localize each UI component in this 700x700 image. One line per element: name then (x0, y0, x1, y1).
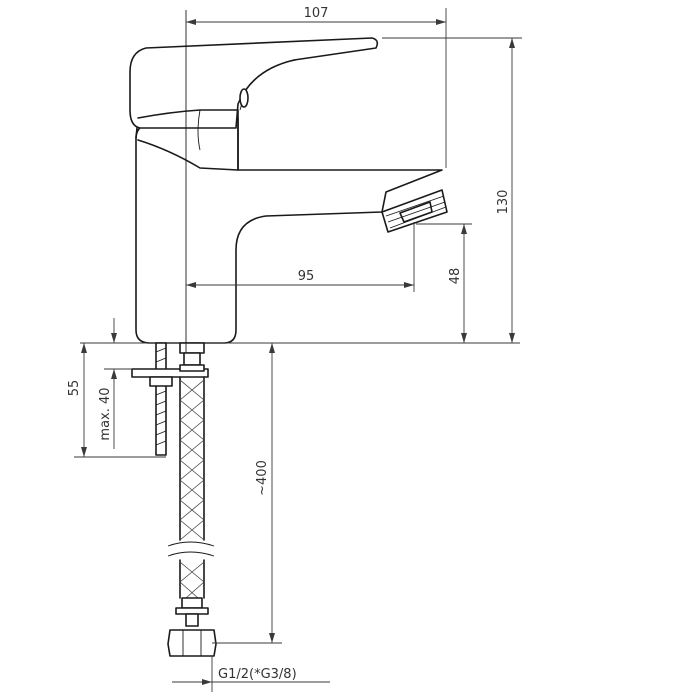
aerator (381, 189, 448, 233)
lever-handle (129, 37, 379, 171)
dimension-hose-length-label: ~400 (255, 460, 270, 496)
dimension-mounting-depth (74, 343, 166, 458)
dimension-spout-reach-label: 95 (298, 269, 315, 284)
faucet-body (135, 117, 443, 344)
dimension-connection-thread-label: G1/2(*G3/8) (218, 667, 297, 682)
dimension-max-thickness-label: max. 40 (98, 387, 113, 440)
dimension-max-thickness (104, 318, 132, 449)
dimension-spout-height-label: 48 (448, 268, 463, 285)
dimension-connection-thread (172, 656, 330, 692)
dimension-total-width-label: 107 (304, 6, 329, 21)
dimension-hose-length (212, 343, 282, 644)
dimension-mounting-depth-label: 55 (67, 380, 82, 397)
mounting-plate (131, 368, 209, 387)
threaded-stud (155, 342, 167, 456)
dimension-spout-height (416, 223, 472, 343)
dimension-spout-reach (186, 222, 415, 292)
dimension-total-height-label: 130 (496, 190, 511, 215)
dimension-total-width (186, 8, 447, 168)
dimension-total-height (382, 37, 522, 343)
flexible-hose (167, 342, 217, 657)
